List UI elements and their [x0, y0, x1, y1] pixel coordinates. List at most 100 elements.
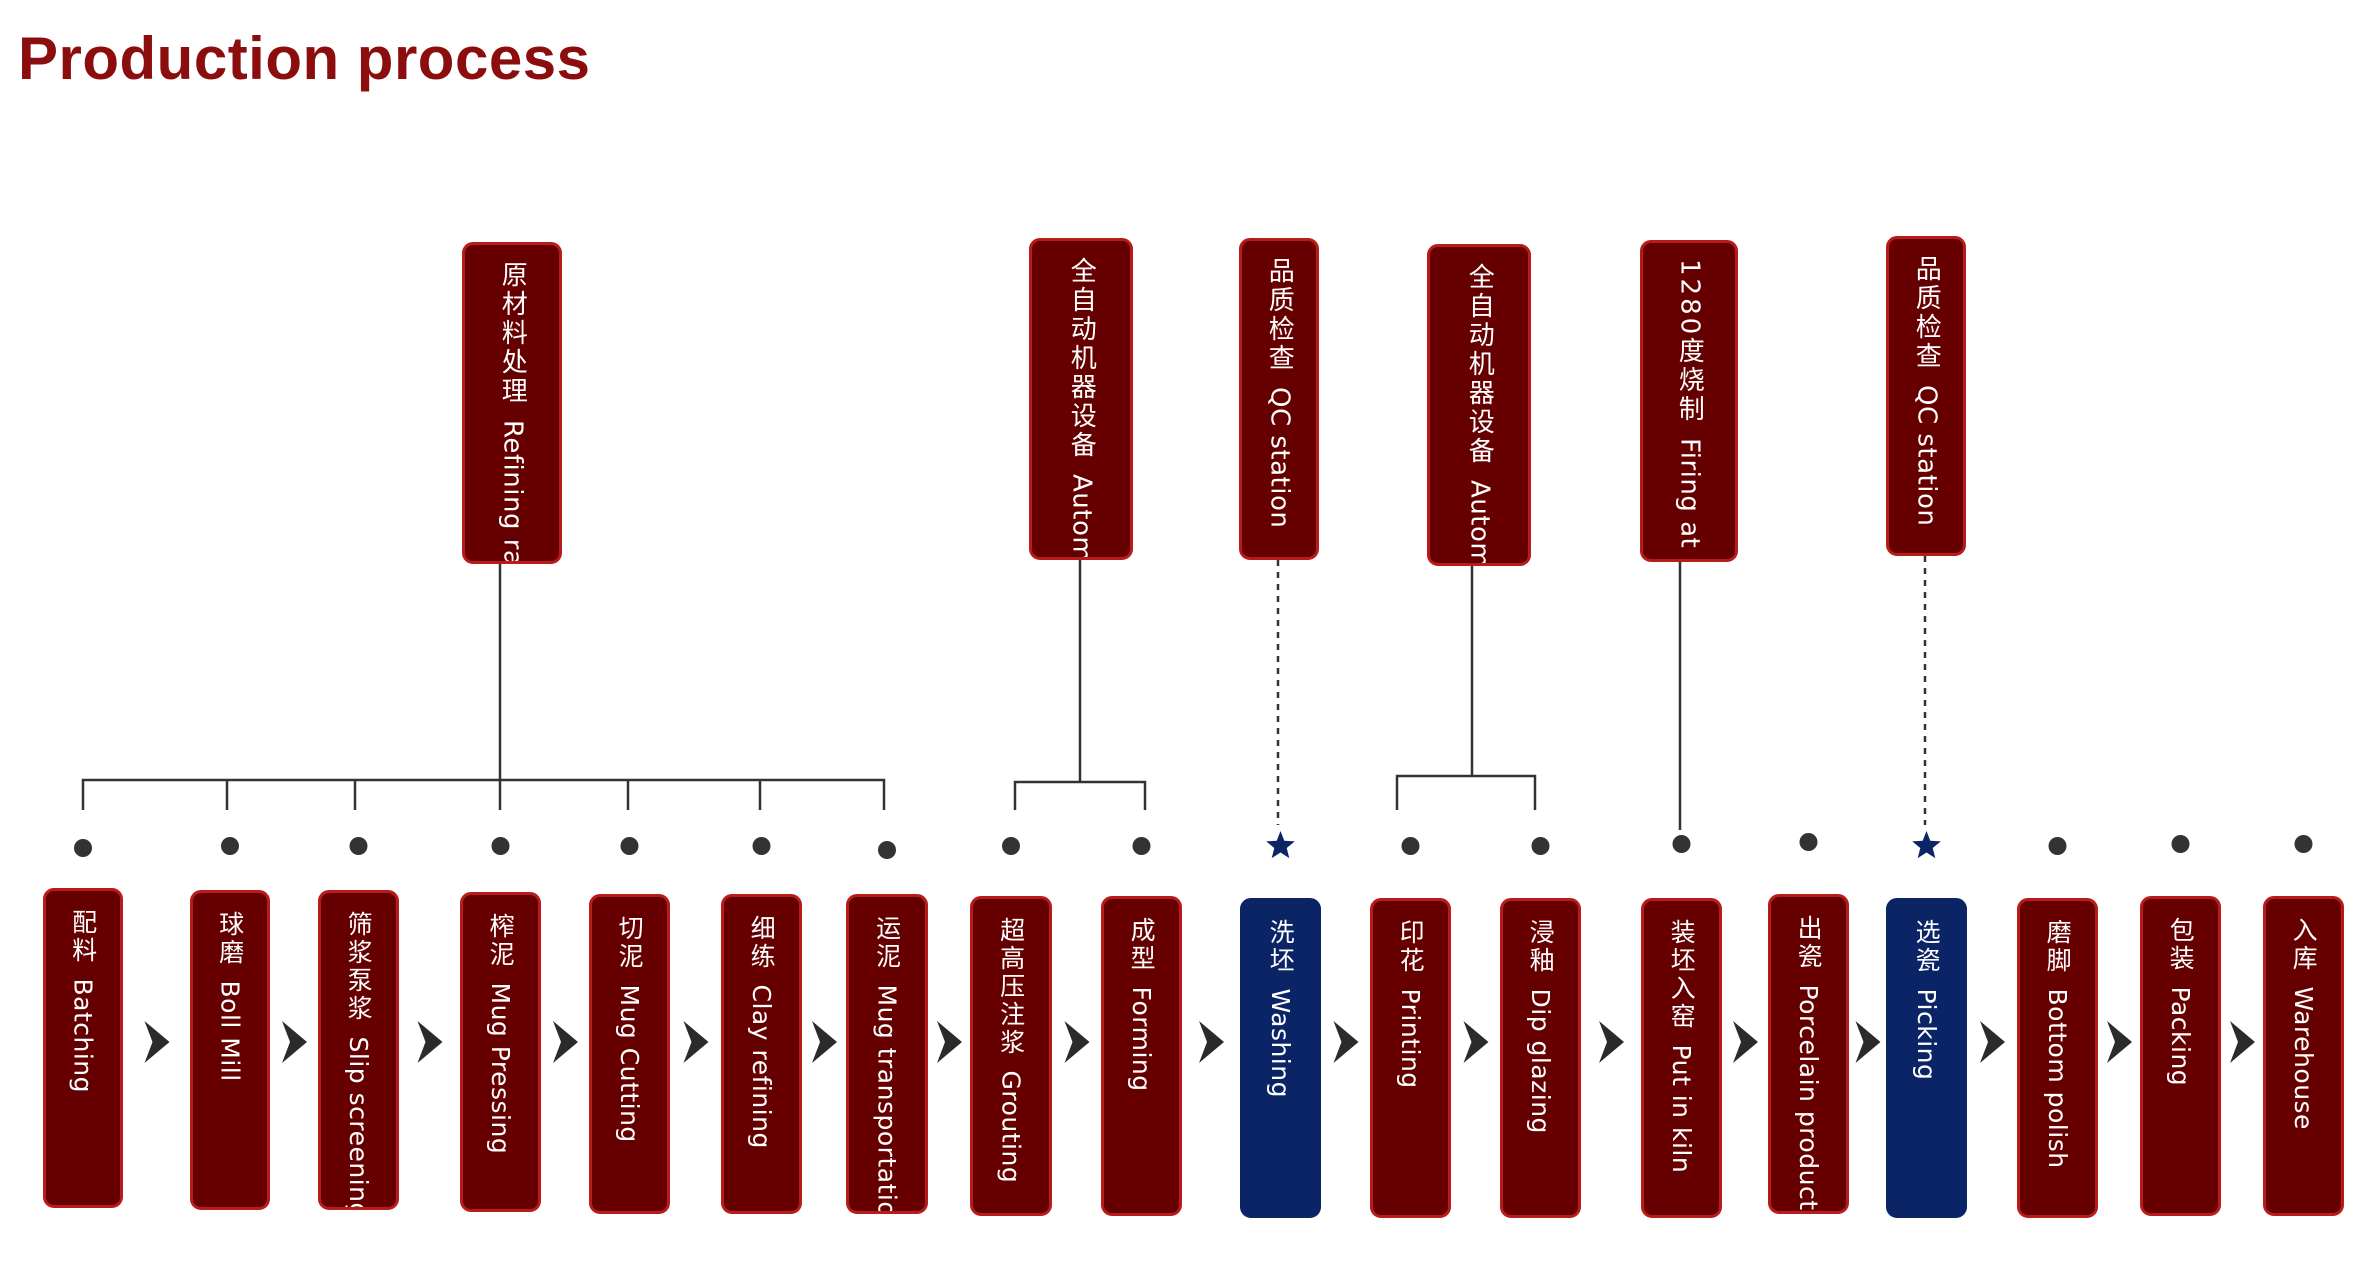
chevron-right-icon [1463, 1021, 1489, 1063]
connector-refining-bracket [81, 778, 886, 810]
chevron-right-icon [683, 1021, 709, 1063]
dot-marker-icon [1531, 837, 1550, 855]
process-step-bottom-polish: 磨脚 Bottom polish [2017, 898, 2098, 1218]
chevron-right-icon [553, 1021, 578, 1063]
process-step-label-en: Printing [1396, 988, 1426, 1089]
dot-marker-icon [1132, 837, 1151, 855]
dot-marker-icon [878, 841, 896, 859]
process-step-label-en: Grouting [996, 1070, 1026, 1184]
process-step-dip-glazing: 浸釉 Dip glazing [1500, 898, 1581, 1218]
chevron-right-icon [812, 1021, 837, 1063]
process-step-boll-mill: 球磨 Boll Mill [190, 890, 270, 1210]
stage-group-automotive-machine: 全自动机器设备 Automotive machine [1427, 244, 1531, 566]
dot-marker-icon [1401, 837, 1420, 855]
process-step-grouting: 超高压注浆 Grouting [970, 896, 1052, 1216]
process-step-label-zh: 洗坯 [1266, 919, 1296, 975]
stage-group-label-en: QC station [1911, 385, 1942, 527]
process-step-label-en: Mug transportation [872, 984, 902, 1214]
process-step-label-zh: 配料 [68, 909, 98, 965]
stage-group-qc-station: 品质检查 QC station [1886, 236, 1966, 556]
chevron-right-icon [1855, 1021, 1881, 1063]
page-title: Production process [18, 25, 591, 92]
process-step-label-zh: 成型 [1127, 917, 1157, 973]
dot-marker-icon [1672, 835, 1691, 853]
process-step-label-en: Mug Pressing [486, 982, 516, 1155]
connector-automotive-1-bracket [1013, 780, 1147, 810]
chevron-right-icon [1980, 1021, 2005, 1063]
star-marker-icon [1266, 831, 1295, 859]
process-step-picking: 选瓷 Picking [1886, 898, 1967, 1218]
chevron-right-icon [417, 1021, 443, 1063]
stage-group-label-en: Refining raw material [497, 420, 527, 561]
process-step-slip-screening: 筛浆泵浆 Slip screening [318, 890, 399, 1210]
dot-marker-icon [491, 837, 510, 855]
process-step-label-zh: 磨脚 [2043, 919, 2073, 975]
stage-group-label-en: Automotive machine [1066, 474, 1096, 557]
process-step-label-zh: 包装 [2166, 917, 2196, 973]
stage-group-firing-at-1280-degree: 1280度烧制 Firing at 1280 degree [1640, 240, 1738, 562]
process-step-printing: 印花 Printing [1370, 898, 1451, 1218]
process-step-label-zh: 选瓷 [1912, 919, 1942, 975]
dot-marker-icon [1799, 833, 1818, 851]
process-step-label-en: Bottom polish [2043, 988, 2073, 1169]
process-step-label-zh: 运泥 [872, 915, 902, 971]
chevron-right-icon [937, 1021, 962, 1063]
process-step-packing: 包装 Packing [2140, 896, 2221, 1216]
process-step-mug-transportation: 运泥 Mug transportation [846, 894, 928, 1214]
dot-marker-icon [2048, 837, 2067, 855]
chevron-right-icon [282, 1021, 307, 1063]
stage-group-label-zh: 品质检查 [1911, 255, 1942, 371]
stage-group-label-zh: 全自动机器设备 [1066, 257, 1097, 460]
process-step-label-en: Warehouse [2289, 986, 2319, 1130]
process-step-label-zh: 细练 [747, 915, 777, 971]
dot-marker-icon [349, 837, 368, 855]
chevron-right-icon [1064, 1021, 1090, 1063]
dot-marker-icon [74, 839, 92, 857]
chevron-right-icon [2230, 1021, 2255, 1063]
process-step-forming: 成型 Forming [1101, 896, 1182, 1216]
process-step-label-en: Picking [1912, 988, 1942, 1081]
connector-automotive-2-bracket [1395, 774, 1537, 810]
process-step-label-en: Packing [2166, 986, 2196, 1087]
process-step-label-zh: 切泥 [615, 915, 645, 971]
dot-marker-icon [221, 837, 239, 855]
stage-group-refining-raw-material: 原材料处理 Refining raw material [462, 242, 562, 564]
stage-group-label-en: Automotive machine [1464, 480, 1494, 563]
dot-marker-icon [620, 837, 639, 855]
process-step-label-en: Mug Cutting [615, 984, 645, 1143]
chevron-right-icon [144, 1021, 170, 1063]
dot-marker-icon [752, 837, 771, 855]
process-step-washing: 洗坯 Washing [1240, 898, 1321, 1218]
stage-group-qc-station: 品质检查 QC station [1239, 238, 1319, 560]
process-step-label-en: Dip glazing [1526, 988, 1556, 1134]
process-step-warehouse: 入库 Warehouse [2263, 896, 2344, 1216]
stage-group-label-zh: 品质检查 [1264, 257, 1295, 373]
star-marker-icon [1912, 831, 1941, 859]
process-step-label-en: Slip screening [344, 1036, 374, 1210]
process-step-label-en: Porcelain production [1794, 984, 1824, 1214]
process-step-label-zh: 球磨 [215, 911, 245, 967]
process-step-label-zh: 入库 [2289, 917, 2319, 973]
process-step-label-en: Boll Mill [215, 980, 245, 1082]
stage-group-label-zh: 1280度烧制 [1674, 259, 1705, 425]
process-step-label-en: Put in kiln [1667, 1044, 1697, 1174]
stage-group-label-en: Firing at 1280 degree [1674, 438, 1704, 559]
process-step-mug-pressing: 榨泥 Mug Pressing [460, 892, 541, 1212]
chevron-right-icon [1599, 1021, 1624, 1063]
process-step-label-zh: 超高压注浆 [996, 917, 1026, 1057]
process-step-put-in-kiln: 装坯入窑 Put in kiln [1641, 898, 1722, 1218]
process-step-clay-refining: 细练 Clay refining [721, 894, 802, 1214]
stage-group-label-zh: 全自动机器设备 [1464, 263, 1495, 466]
process-step-label-zh: 出瓷 [1794, 915, 1824, 971]
dot-marker-icon [1002, 837, 1020, 855]
process-step-label-en: Batching [68, 978, 98, 1094]
chevron-right-icon [1333, 1021, 1359, 1063]
process-step-label-zh: 浸釉 [1526, 919, 1556, 975]
dot-marker-icon [2294, 835, 2313, 853]
process-step-label-zh: 筛浆泵浆 [344, 911, 374, 1023]
process-step-label-en: Forming [1127, 986, 1157, 1092]
process-step-batching: 配料 Batching [43, 888, 123, 1208]
chevron-right-icon [2107, 1021, 2132, 1063]
